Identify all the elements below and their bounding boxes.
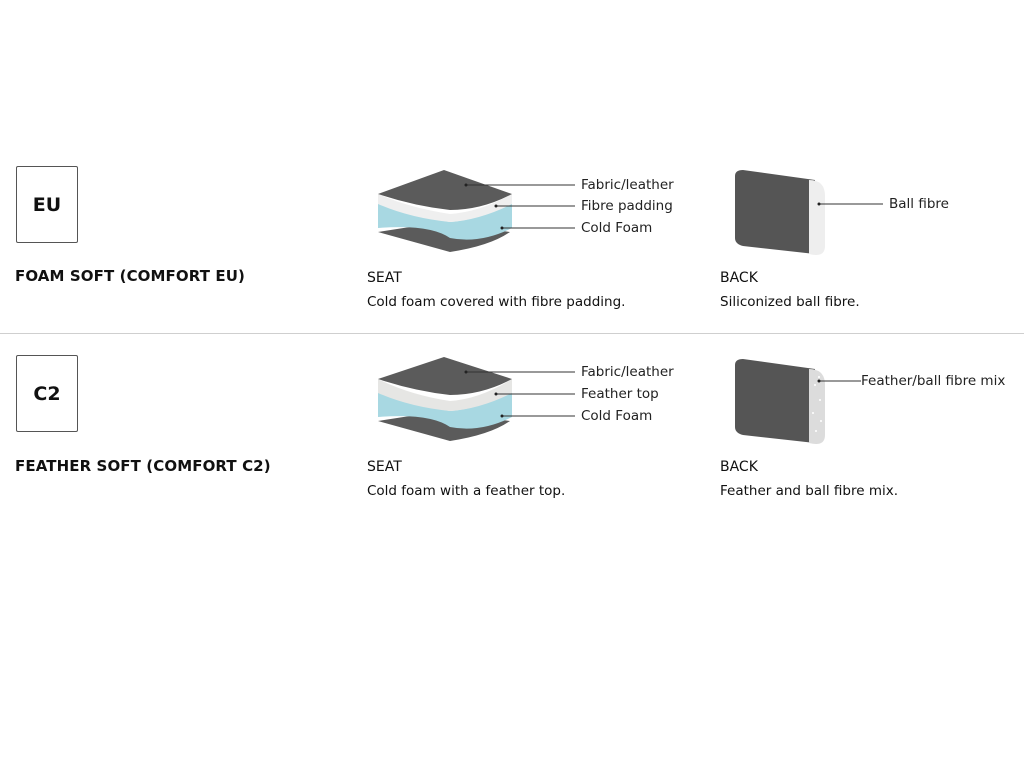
feather-speckles — [812, 376, 822, 432]
layer-label-feather: Feather top — [581, 386, 659, 402]
comfort-title: FOAM SOFT (COMFORT EU) — [15, 267, 245, 285]
back-filling-label: Feather/ball fibre mix — [861, 373, 1005, 389]
comfort-title: FEATHER SOFT (COMFORT C2) — [15, 457, 271, 475]
comfort-code: EU — [32, 193, 62, 216]
layer-label-foam: Cold Foam — [581, 408, 652, 424]
seat-foam-layer — [378, 391, 512, 429]
leader-dot — [464, 183, 468, 187]
seat-padding-layer — [378, 194, 512, 222]
back-filling-layer — [809, 180, 825, 255]
seat-heading: SEAT — [367, 459, 402, 475]
layer-label-fabric: Fabric/leather — [581, 177, 674, 193]
back-filling-layer — [809, 369, 825, 444]
layer-label-fabric: Fabric/leather — [581, 364, 674, 380]
seat-layers-diagram: Fabric/leather Fibre padding Cold Foam — [378, 170, 674, 252]
leader-dot — [817, 379, 821, 383]
back-heading: BACK — [720, 270, 758, 286]
layer-label-foam: Cold Foam — [581, 220, 652, 236]
leader-dot — [500, 414, 504, 418]
back-cushion-body — [735, 170, 815, 254]
comfort-code: C2 — [33, 382, 61, 405]
leader-dot — [494, 392, 498, 396]
seat-layers-diagram: Fabric/leather Feather top Cold Foam — [378, 357, 674, 441]
seat-feather-layer — [378, 379, 512, 411]
section-divider — [0, 333, 1024, 334]
seat-description: Cold foam with a feather top. — [367, 483, 566, 499]
comfort-code-badge: C2 — [16, 355, 78, 432]
leader-dot — [464, 370, 468, 374]
seat-top-fabric-layer — [378, 170, 512, 210]
seat-heading: SEAT — [367, 270, 402, 286]
leader-dot — [494, 204, 498, 208]
comfort-code-badge: EU — [16, 166, 78, 243]
back-cushion-diagram: Feather/ball fibre mix — [735, 359, 1005, 444]
back-filling-label: Ball fibre — [889, 196, 949, 212]
back-description: Siliconized ball fibre. — [720, 294, 860, 310]
seat-description: Cold foam covered with fibre padding. — [367, 294, 626, 310]
back-cushion-diagram: Ball fibre — [735, 170, 949, 255]
back-cushion-body — [735, 359, 815, 443]
back-description: Feather and ball fibre mix. — [720, 483, 899, 499]
back-heading: BACK — [720, 459, 758, 475]
leader-dot — [500, 226, 504, 230]
layer-label-padding: Fibre padding — [581, 198, 673, 214]
seat-top-fabric-layer — [378, 357, 512, 395]
seat-foam-layer — [378, 202, 512, 240]
leader-dot — [817, 202, 821, 206]
comfort-section-eu: EU FOAM SOFT (COMFORT EU) Fabric/leather… — [0, 160, 1024, 334]
comfort-section-c2: C2 FEATHER SOFT (COMFORT C2) Fabric/leat… — [0, 335, 1024, 515]
